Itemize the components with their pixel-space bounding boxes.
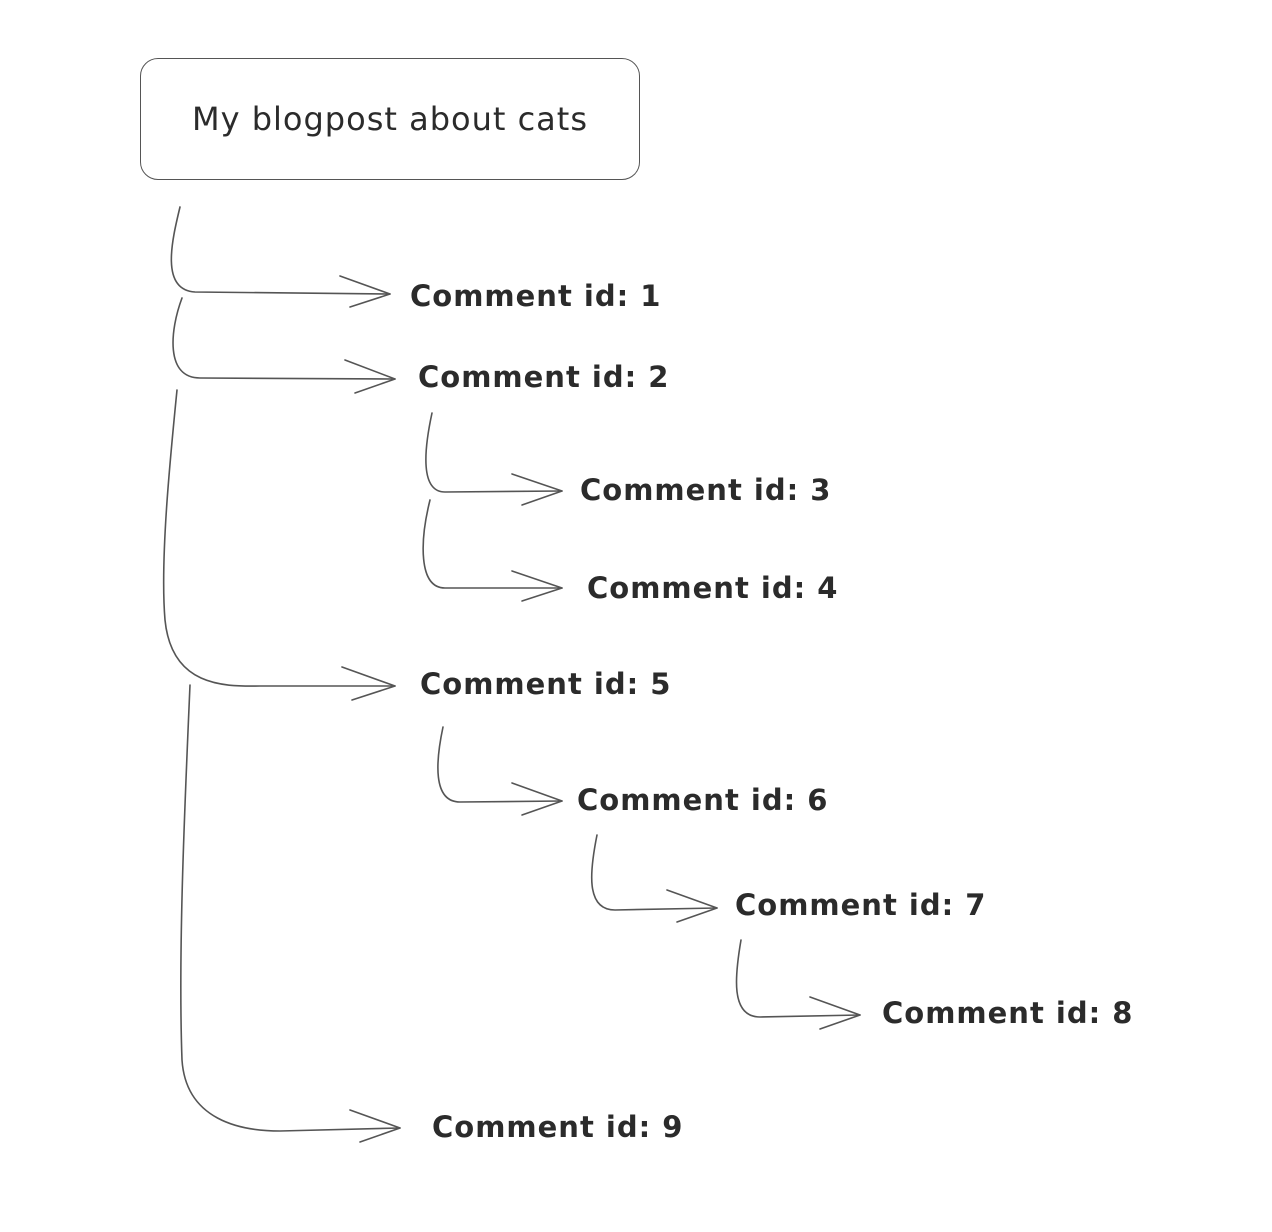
arrow-to-comment-4 bbox=[422, 499, 563, 602]
comment-node-5: Comment id: 5 bbox=[420, 667, 672, 701]
comment-node-8: Comment id: 8 bbox=[882, 996, 1134, 1030]
comment-node-6: Comment id: 6 bbox=[577, 783, 829, 817]
arrow-to-comment-9 bbox=[180, 684, 401, 1143]
comment-node-4: Comment id: 4 bbox=[587, 571, 839, 605]
comment-node-9: Comment id: 9 bbox=[432, 1110, 684, 1144]
arrow-to-comment-7 bbox=[590, 834, 718, 923]
arrow-to-comment-5 bbox=[162, 389, 396, 701]
blogpost-title: My blogpost about cats bbox=[191, 100, 588, 138]
comment-node-1: Comment id: 1 bbox=[410, 279, 662, 313]
comment-node-2: Comment id: 2 bbox=[418, 360, 670, 394]
arrow-to-comment-6 bbox=[437, 726, 563, 816]
arrow-to-comment-2 bbox=[172, 297, 396, 394]
comment-node-7: Comment id: 7 bbox=[735, 888, 987, 922]
comment-node-3: Comment id: 3 bbox=[580, 473, 832, 507]
arrow-to-comment-1 bbox=[170, 206, 391, 308]
arrow-to-comment-8 bbox=[735, 939, 861, 1030]
arrow-to-comment-3 bbox=[425, 412, 563, 506]
blogpost-node: My blogpost about cats bbox=[140, 58, 640, 180]
